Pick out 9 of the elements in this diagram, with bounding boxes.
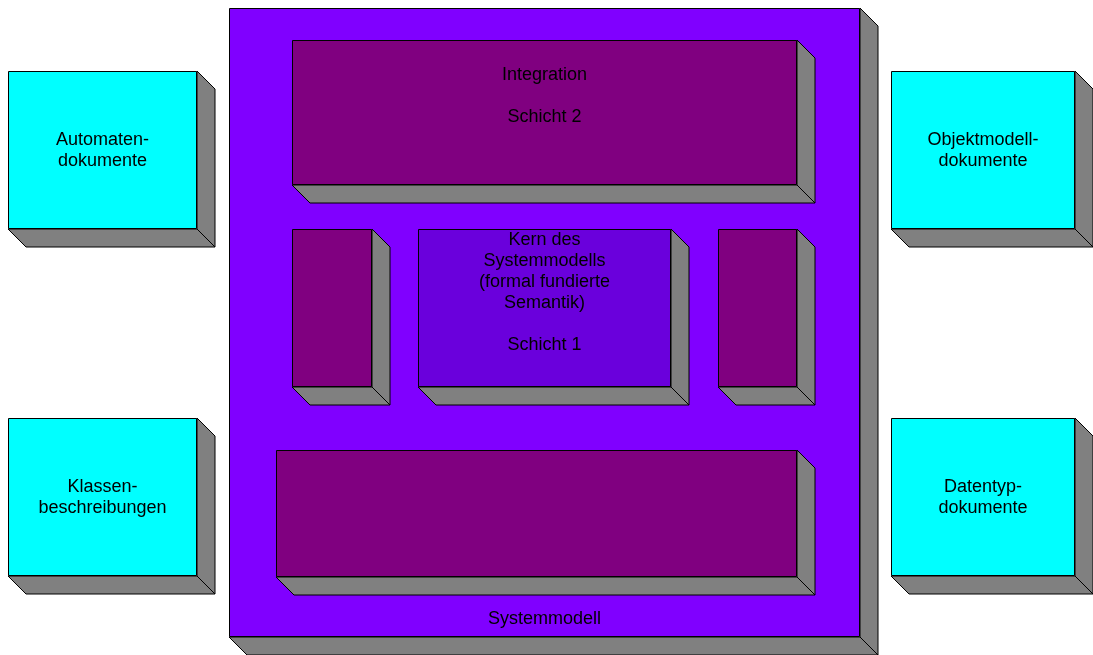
block-label: Systemmodell: [487, 608, 601, 629]
block-label: Objektmodell- dokumente: [926, 129, 1040, 171]
block-label: Automaten- dokumente: [54, 129, 151, 171]
block-label: Klassen- beschreibungen: [37, 476, 168, 518]
block-label: Datentyp- dokumente: [937, 476, 1029, 518]
layer-label: Schicht 1: [507, 334, 582, 355]
layer-label: Schicht 2: [507, 106, 582, 127]
block-label: Kern des Systemmodells (formal fundierte Semantik): [477, 229, 612, 313]
block-label: Integration: [501, 64, 588, 85]
